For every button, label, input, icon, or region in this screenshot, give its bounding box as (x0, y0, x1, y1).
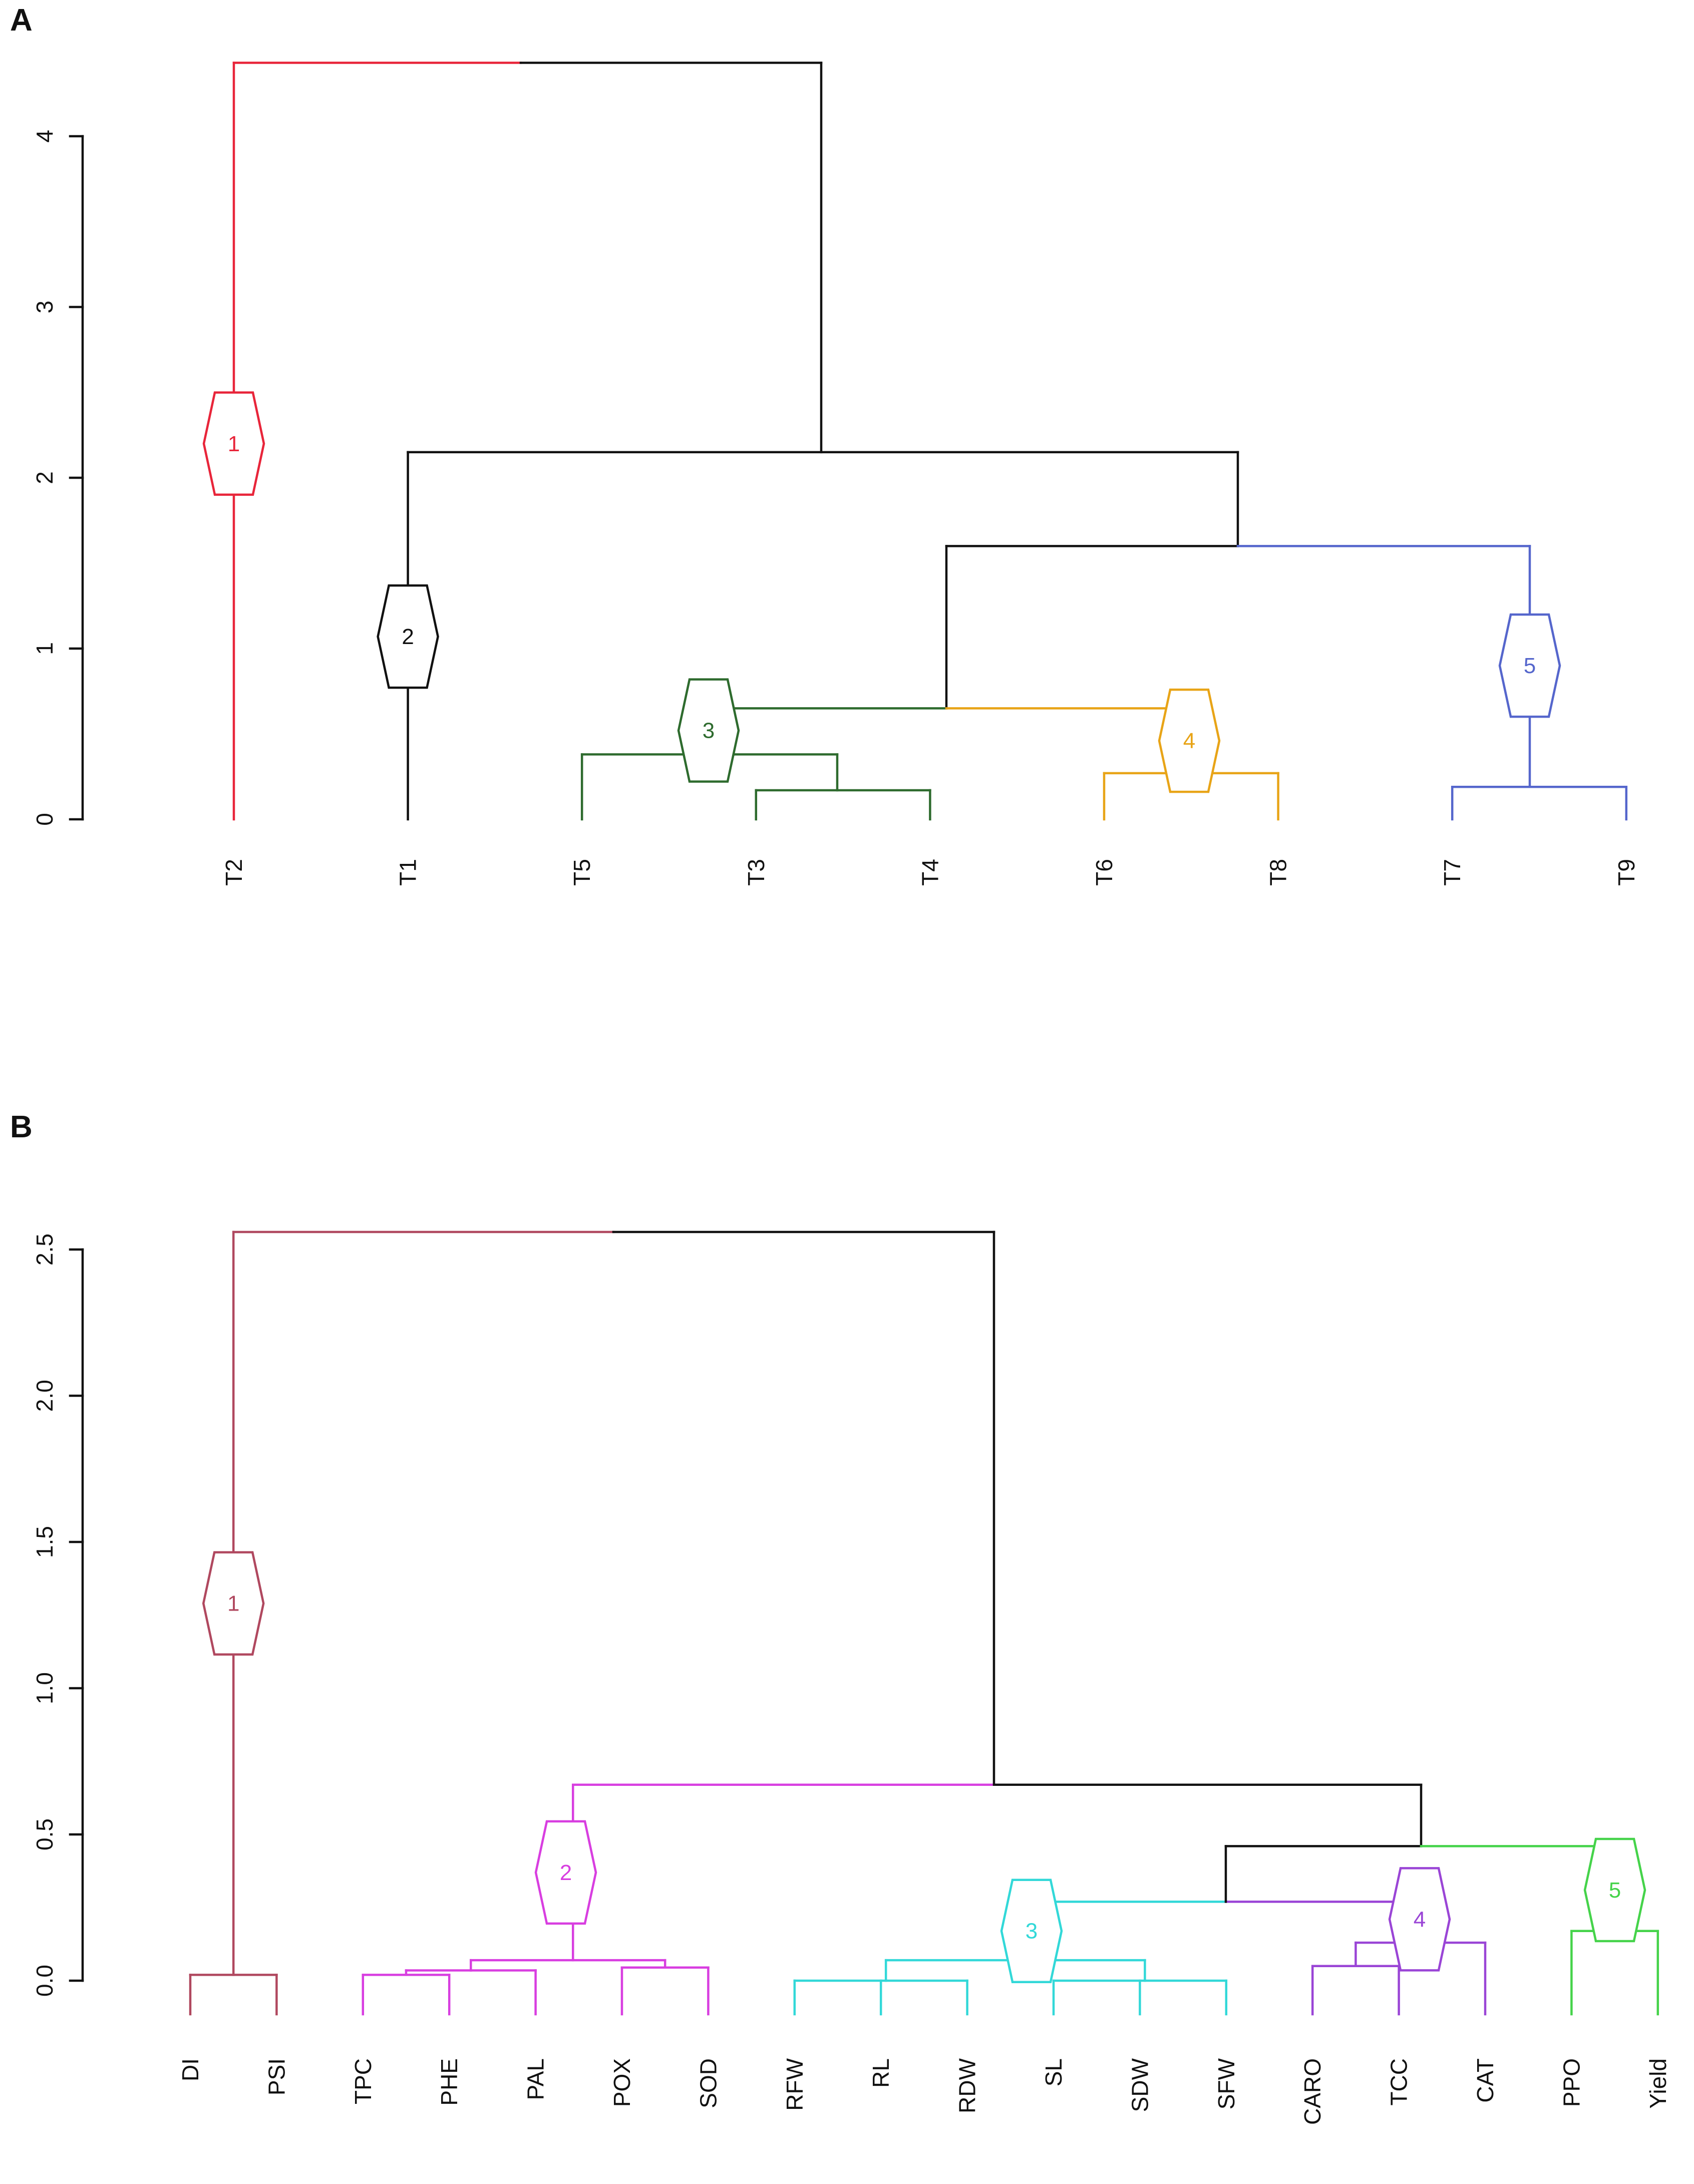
leaf-label-CAT: CAT (1472, 2058, 1498, 2103)
leaf-label-RL: RL (868, 2058, 894, 2088)
panel-a-letter: A (10, 3, 33, 38)
leaf-label-T1: T1 (395, 859, 421, 886)
leaf-label-PAL: PAL (523, 2058, 549, 2100)
leaf-label-TCC: TCC (1386, 2058, 1412, 2106)
leaf-label-T8: T8 (1265, 859, 1291, 886)
y-tick-label: 2.0 (32, 1380, 58, 1412)
leaf-label-SL: SL (1041, 2058, 1067, 2086)
y-tick-label: 1.0 (32, 1672, 58, 1704)
cluster-badge-1-label: 1 (227, 1592, 239, 1616)
leaf-label-PSI: PSI (263, 2058, 289, 2095)
cluster-badge-5-hexagon (1498, 613, 1561, 718)
y-tick-label: 4 (32, 130, 58, 143)
leaf-label-SFW: SFW (1213, 2058, 1239, 2109)
cluster-badge-2-hexagon (377, 584, 439, 689)
cluster-badge-4-hexagon (1388, 1867, 1451, 1972)
y-tick-label: 1 (32, 642, 58, 655)
y-tick-label: 3 (32, 300, 58, 314)
cluster-badge-5-hexagon (1583, 1837, 1646, 1943)
leaf-label-CARO: CARO (1299, 2058, 1325, 2125)
cluster-badge-4-hexagon (1158, 688, 1221, 793)
leaf-label-RDW: RDW (954, 2058, 980, 2113)
leaf-label-PPO: PPO (1558, 2058, 1584, 2107)
leaf-label-T4: T4 (917, 859, 943, 886)
y-tick-label: 2 (32, 471, 58, 484)
leaf-label-T9: T9 (1613, 859, 1639, 886)
cluster-badge-5-label: 5 (1609, 1878, 1621, 1903)
leaf-label-DI: DI (177, 2058, 203, 2081)
cluster-badge-1-label: 1 (228, 432, 240, 456)
cluster-badge-1-hexagon (202, 1551, 265, 1656)
cluster-badge-2-label: 2 (402, 625, 414, 649)
leaf-label-PHE: PHE (436, 2058, 462, 2106)
cluster-badge-2-hexagon (534, 1820, 597, 1925)
leaf-label-Yield: Yield (1645, 2058, 1671, 2109)
leaf-label-SDW: SDW (1127, 2058, 1153, 2112)
y-tick-label: 0 (32, 813, 58, 826)
y-tick-label: 2.5 (32, 1233, 58, 1266)
dendrogram-a: 0 1 2 3 4T2 T1 T5 T3 T4 T6 T8 T7 T9 1 2 3 4 5 (32, 62, 1639, 886)
y-tick-label: 0.0 (32, 1965, 58, 1997)
cluster-badge-3-label: 3 (1026, 1919, 1038, 1944)
panel-b-letter: B (10, 1110, 33, 1144)
cluster-badge-3-label: 3 (703, 719, 715, 743)
leaf-label-TPC: TPC (350, 2058, 376, 2104)
leaf-label-T6: T6 (1091, 859, 1117, 886)
cluster-badge-4-label: 4 (1414, 1907, 1426, 1932)
cluster-badge-4-label: 4 (1183, 729, 1195, 753)
leaf-label-T3: T3 (743, 859, 769, 886)
cluster-badge-1-hexagon (202, 391, 265, 496)
cluster-badge-2-label: 2 (560, 1860, 572, 1885)
leaf-label-POX: POX (609, 2058, 635, 2107)
y-tick-label: 0.5 (32, 1818, 58, 1850)
leaf-label-RFW: RFW (782, 2058, 808, 2110)
leaf-label-T2: T2 (221, 859, 247, 886)
cluster-badge-3-hexagon (677, 678, 740, 783)
leaf-label-SOD: SOD (695, 2058, 721, 2108)
leaf-label-T5: T5 (569, 859, 595, 886)
y-tick-label: 1.5 (32, 1526, 58, 1558)
cluster-badge-5-label: 5 (1524, 654, 1536, 678)
cluster-badge-3-hexagon (1000, 1879, 1063, 1983)
leaf-label-T7: T7 (1439, 859, 1465, 886)
